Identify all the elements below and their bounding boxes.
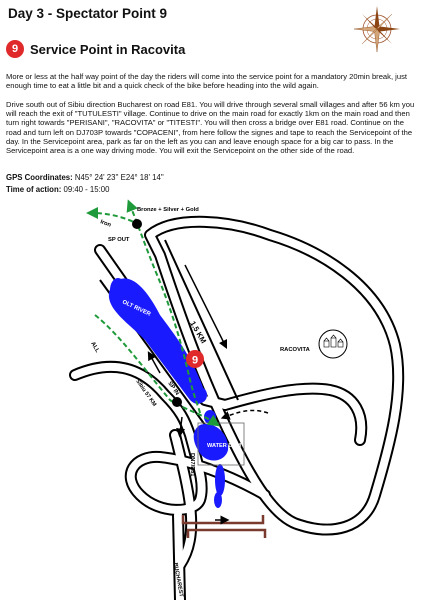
service-point-map-marker: 9	[186, 350, 204, 368]
label-iron: Iron	[99, 219, 112, 229]
route-map: 9 Bronze + Silver + Gold Iron SP OUT OLT…	[69, 199, 405, 600]
water-dam-box	[197, 422, 245, 466]
sp-in-marker	[172, 397, 182, 407]
time-value: 09:40 - 15:00	[63, 185, 110, 194]
label-bronze-silver-gold: Bronze + Silver + Gold	[137, 207, 199, 213]
label-sp-out: SP OUT	[108, 237, 130, 243]
label-road: DN7/E81	[189, 453, 195, 477]
label-water-dam: WATER DAM	[207, 443, 241, 449]
label-all: ALL	[89, 341, 100, 354]
svg-text:9: 9	[192, 355, 198, 367]
compass-rose-icon	[353, 6, 400, 53]
time-of-action: Time of action: 09:40 - 15:00	[6, 185, 109, 194]
intro-paragraph: More or less at the half way point of th…	[6, 72, 407, 91]
racovita-village-icon	[318, 329, 348, 359]
gps-label: GPS Coordinates:	[6, 173, 73, 182]
label-racovita: RACOVITA	[280, 347, 311, 353]
direction-arrows	[147, 264, 269, 525]
gps-value: N45° 24' 23'' E24° 18' 14''	[74, 173, 164, 182]
page-title: Day 3 - Spectator Point 9	[8, 6, 168, 21]
time-label: Time of action:	[6, 185, 62, 194]
service-point-number-badge: 9	[6, 40, 24, 58]
directions-paragraph: Drive south out of Sibiu direction Bucha…	[6, 100, 415, 156]
service-point-header: 9 Service Point in Racovita	[6, 40, 185, 58]
gps-coordinates: GPS Coordinates: N45° 24' 23'' E24° 18' …	[6, 173, 164, 182]
sp-out-marker	[132, 219, 142, 229]
service-point-title: Service Point in Racovita	[30, 41, 186, 57]
